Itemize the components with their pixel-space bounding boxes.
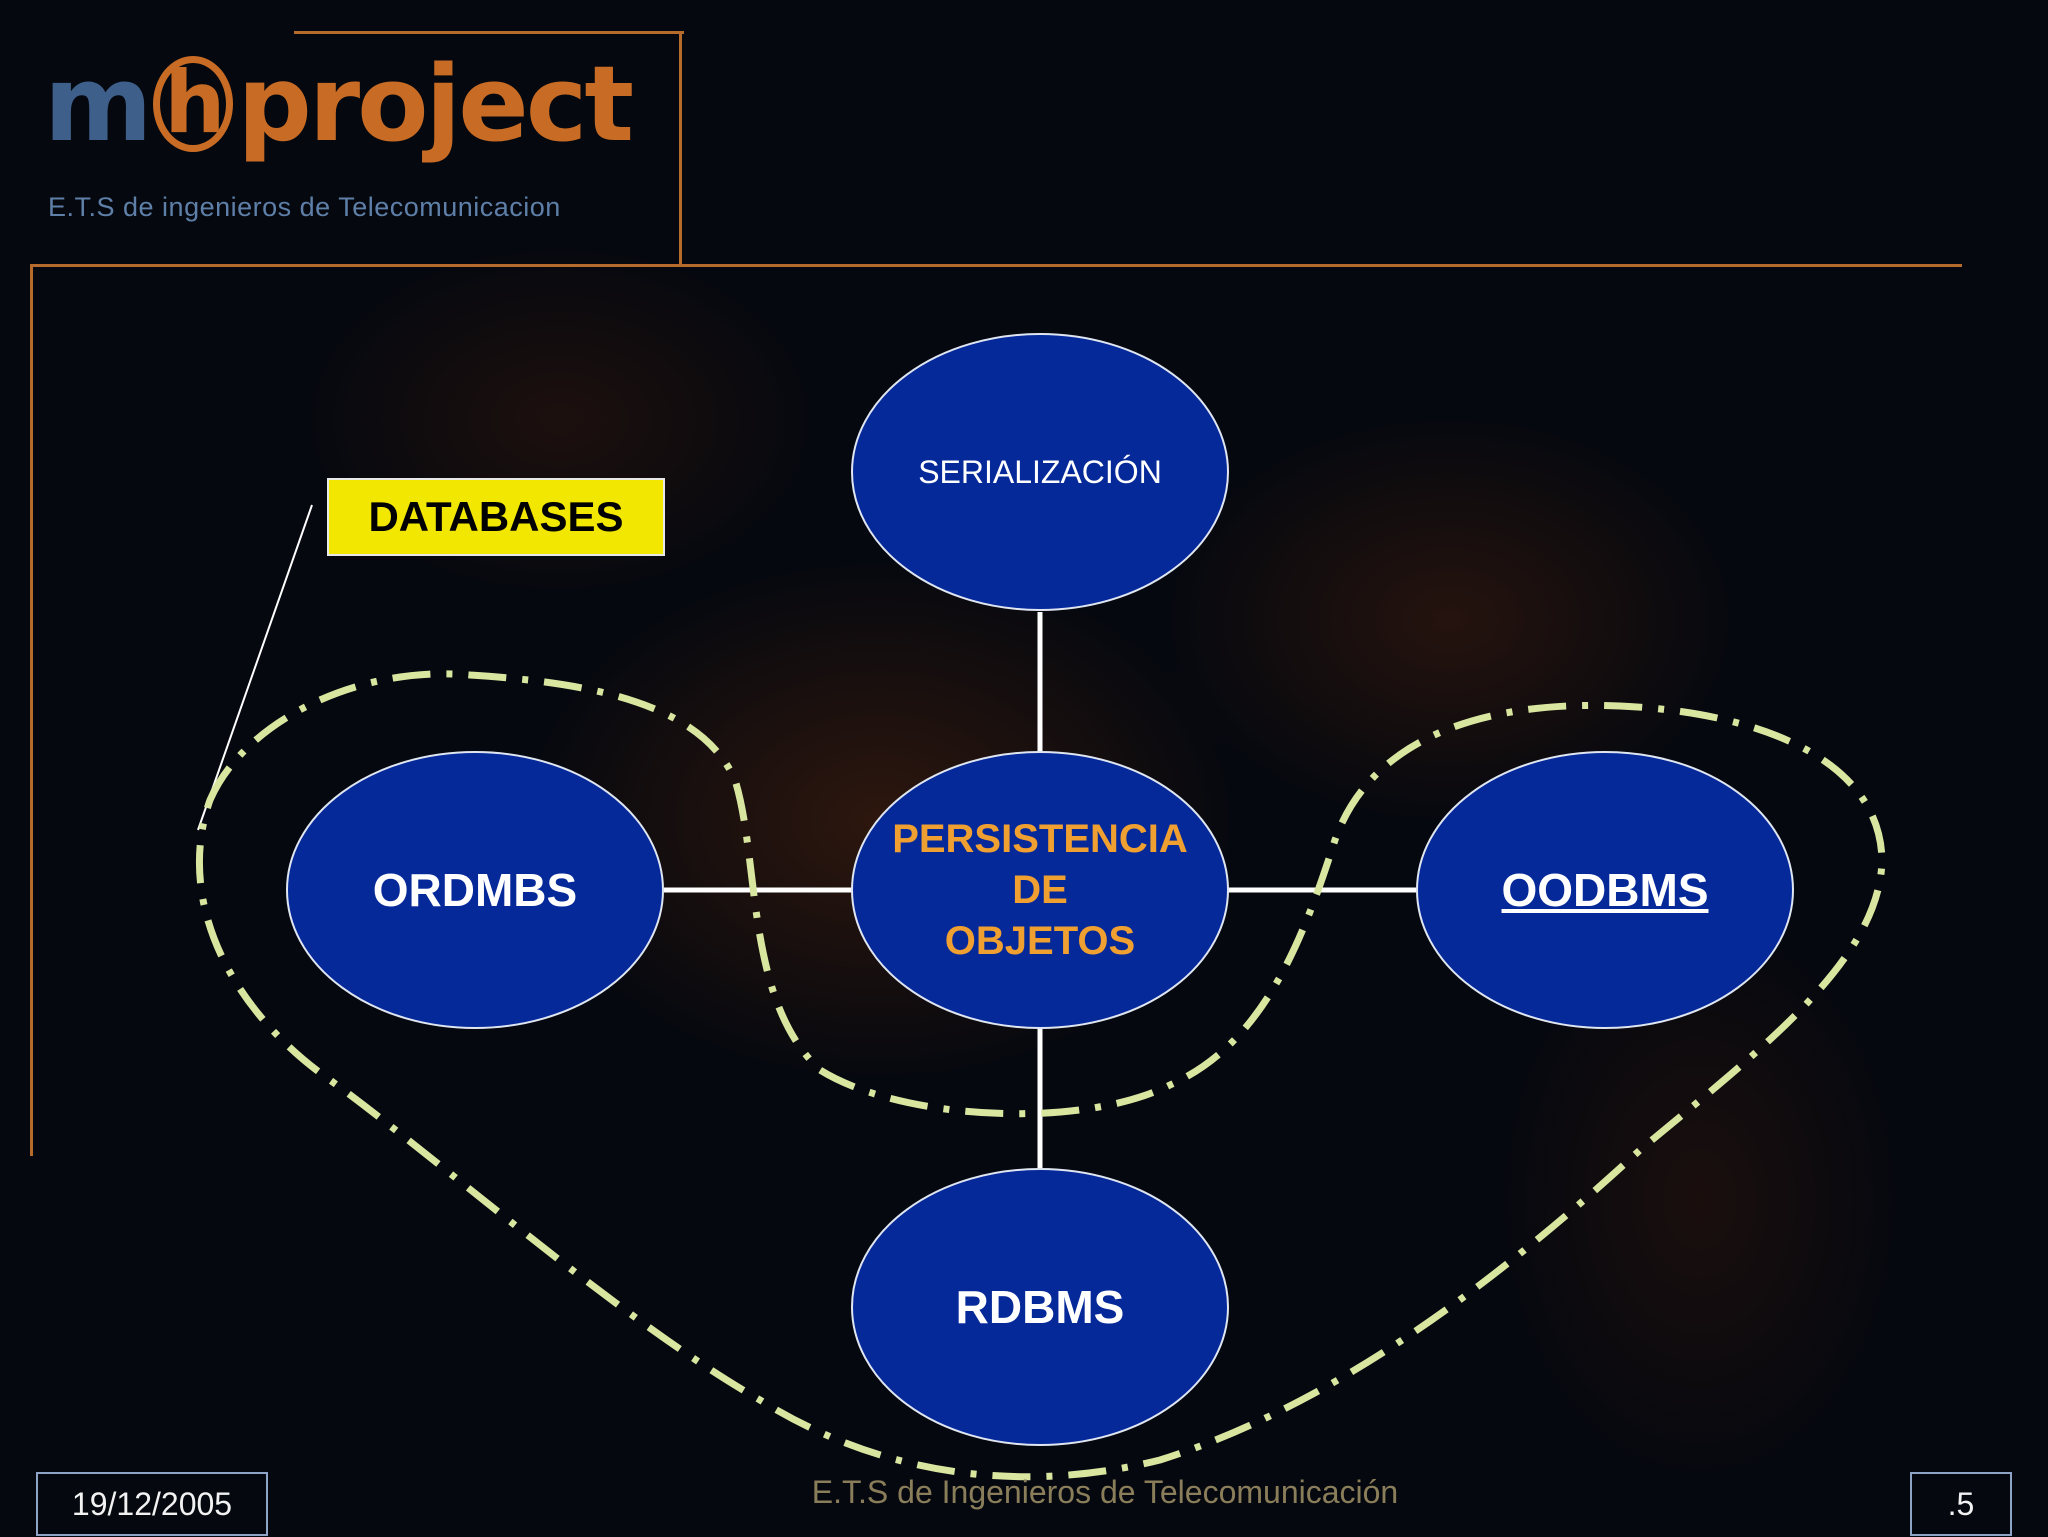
header-frame-right (679, 31, 682, 265)
logo-m: m (44, 43, 152, 165)
node-label-ordmbs: ORDMBS (372, 864, 578, 916)
node-oodbms (1416, 751, 1794, 1029)
callout-pointer (197, 504, 313, 831)
footer-date: 19/12/2005 (36, 1472, 268, 1536)
node-label-rdbms: RDBMS (955, 1281, 1125, 1333)
footer-institution: E.T.S de Ingenieros de Telecomunicación (811, 1474, 1399, 1510)
logo-h-ring: h (153, 56, 234, 152)
node-label-persistencia: PERSISTENCIA DE OBJETOS (852, 812, 1228, 968)
node-rdbms (851, 1168, 1229, 1446)
node-serializacion (851, 333, 1229, 611)
footer-page-number: .5 (1910, 1472, 2012, 1536)
content-frame-left (30, 264, 33, 1156)
persistencia-line-3: OBJETOS (944, 918, 1136, 963)
node-persistencia (851, 751, 1229, 1029)
logo-subtitle: E.T.S de ingenieros de Telecomunicacion (48, 192, 561, 222)
node-label-serializacion: SERIALIZACIÓN (918, 453, 1162, 490)
node-ordmbs (286, 751, 664, 1029)
header-frame-top (294, 31, 684, 34)
databases-callout: DATABASES (327, 478, 665, 556)
node-label-oodbms[interactable]: OODBMS (1501, 864, 1709, 916)
logo-project: project (237, 43, 634, 165)
content-frame-top (30, 264, 1962, 267)
persistencia-line-1: PERSISTENCIA (892, 816, 1188, 861)
databases-outline (195, 670, 1886, 1481)
persistencia-line-2: DE (1012, 867, 1068, 912)
